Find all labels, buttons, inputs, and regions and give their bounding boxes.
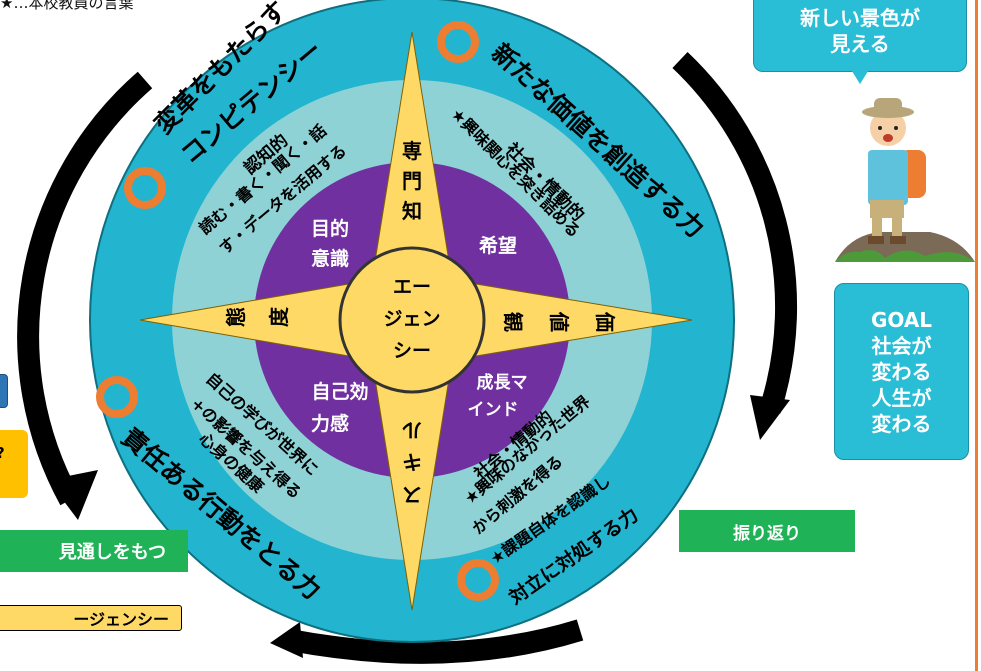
orange-ring-icon — [437, 21, 479, 63]
circular-arrow-icon — [287, 619, 584, 664]
inner-label-bottom-right-2: インド — [468, 400, 519, 420]
inner-label-top-left-1: 目的 — [311, 217, 349, 240]
compass-north-1: 専 — [402, 139, 422, 163]
hiker-illustration — [835, 98, 975, 262]
orange-ring-icon — [124, 167, 166, 209]
yellow-tab: ? — [0, 430, 28, 498]
compass-east-2: 値 — [547, 311, 571, 332]
goal-line-5: 変わる — [871, 411, 932, 436]
inner-label-top-right: 希望 — [479, 234, 517, 257]
compass-east-3: 観 — [501, 312, 525, 332]
compass-north-3: 知 — [402, 199, 422, 223]
compass-south-1: ス — [402, 483, 422, 507]
circular-arrow-icon — [672, 52, 798, 414]
new-view-callout: 新しい景色が 見える — [753, 0, 967, 72]
compass-west-1: 態 — [224, 307, 248, 327]
compass-east-1: 価 — [593, 311, 617, 332]
orange-ring-icon — [96, 376, 138, 418]
goal-line-4: 人生が — [871, 385, 932, 410]
anticipation-label: 見通しをもつ — [0, 530, 188, 572]
goal-line-2: 社会が — [871, 333, 932, 358]
star-mark: ★… — [0, 0, 29, 12]
inner-label-bottom-left-2: 力感 — [311, 412, 349, 435]
orange-ring-icon — [457, 559, 499, 601]
inner-label-top-left-2: 意識 — [311, 247, 349, 270]
inner-label-bottom-left-1: 自己効 — [311, 380, 368, 403]
center-line-3: シー — [393, 340, 431, 362]
arrow-head-bottom — [270, 622, 303, 658]
compass-north-2: 門 — [402, 169, 422, 193]
new-view-line-2: 見える — [830, 32, 890, 56]
yellow-tab-label: ? — [0, 444, 5, 462]
reflection-label: 振り返り — [679, 510, 855, 552]
right-border — [975, 0, 978, 671]
compass-west-2: 度 — [267, 306, 291, 327]
circular-arrow-icon — [17, 71, 153, 506]
compass-south-2: キ — [402, 450, 422, 474]
agency-label: ージェンシー — [0, 605, 182, 631]
arrow-head-right — [750, 395, 790, 440]
arrow-head-left — [48, 470, 98, 520]
note-text: 本校教員の言葉 — [28, 0, 134, 12]
new-view-line-1: 新しい景色が — [800, 6, 920, 30]
compass-south-3: ル — [402, 418, 422, 442]
center-line-2: ジェン — [383, 308, 440, 330]
cycle-arrows — [17, 52, 798, 664]
goal-line-3: 変わる — [871, 359, 932, 384]
inner-label-bottom-right-1: 成長マ — [477, 372, 528, 393]
goal-line-1: GOAL — [870, 307, 933, 332]
center-circle — [338, 246, 486, 394]
blue-tab — [0, 374, 8, 408]
goal-box: GOAL 社会が 変わる 人生が 変わる — [834, 283, 969, 460]
ring-markers — [96, 21, 499, 601]
callout-pointer — [850, 68, 870, 84]
annotation-note: ★…本校教員の言葉 — [0, 0, 133, 13]
center-line-1: エー — [393, 276, 431, 298]
